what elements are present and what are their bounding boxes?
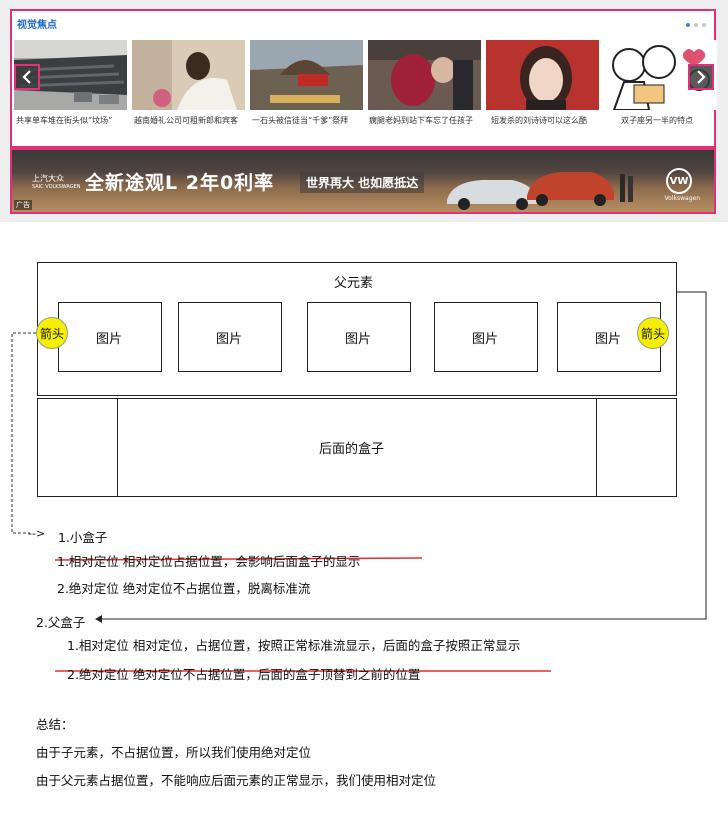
image-box [434,302,538,372]
next-box [37,398,677,497]
carousel-image-bikes[interactable] [14,40,127,110]
parent-element-label: 父元素 [334,276,374,291]
stone-photo [250,40,363,110]
image-label: 图片 [216,332,243,347]
section1-title: 1.小盒子 [58,530,108,545]
brand-line2: SAIC VOLKSWAGEN [32,184,81,190]
brand-logo: 上汽大众 SAIC VOLKSWAGEN [32,174,81,192]
image-box [307,302,411,372]
solid-connector [102,291,707,620]
summary-line2: 由于父元素占据位置，不能响应后面元素的正常显示，我们使用相对定位 [36,773,437,788]
station-photo [368,40,481,110]
section2-title: 2.父盒子 [36,615,86,630]
next-box-divider-left [117,398,118,497]
carousel-dot-1[interactable] [686,23,690,27]
chevron-left-icon [22,70,31,84]
carousel-image-actress[interactable] [486,40,599,110]
vw-logo-text: Volkswagen [664,195,700,202]
carousel-image-cartoon[interactable] [604,40,717,110]
top-screenshot-area: 视觉焦点 [0,0,728,222]
carousel-caption[interactable]: 短发杀的刘诗诗可以这么酷 [491,116,587,125]
section1-item2: 2.绝对定位 绝对定位不占据位置，脱离标准流 [57,581,311,596]
carousel-dots[interactable] [686,23,706,27]
carousel-dot-3[interactable] [702,23,706,27]
carousel-image-stone[interactable] [250,40,363,110]
next-box-divider-right [596,398,597,497]
strike-line-1 [54,557,423,561]
carousel-image-station[interactable] [368,40,481,110]
summary-line1: 由于子元素，不占据位置，所以我们使用绝对定位 [36,745,312,760]
connector-lines [11,291,707,672]
carousel-next-button[interactable] [688,64,714,90]
focus-carousel: 视觉焦点 [10,9,717,148]
carousel-caption[interactable]: 瘸腿老妈到站下车忘了任孩子 [369,116,473,125]
arrow-circle-right: 箭头 [637,317,669,349]
positioning-diagram: 父元素 图片 图片 图片 图片 图片 箭头 箭头 后面的盒子 --> 1.小盒子… [0,250,728,824]
section2-item2: 2.绝对定位 绝对定位不占据位置，后面的盒子顶替到之前的位置 [67,667,421,682]
image-label: 图片 [472,332,499,347]
cartoon-photo [604,40,717,110]
image-box [178,302,282,372]
arrow-circle-left: 箭头 [36,317,68,349]
banner-subtitle: 世界再大 也如愿抵达 [300,172,425,193]
bride-photo [132,40,245,110]
image-box [58,302,162,372]
bikes-photo [14,40,127,110]
carousel-title: 视觉焦点 [17,20,57,31]
section2-item1: 1.相对定位 相对定位，占据位置，按照正常标准流显示，后面的盒子按照正常显示 [67,638,521,653]
arrowhead-icon [95,615,102,623]
banner-headline: 全新途观L 2年0利率 [85,172,275,194]
connector-arrow-text: --> [28,527,46,540]
carousel-prev-button[interactable] [14,64,40,90]
carousel-image-bride[interactable] [132,40,245,110]
chevron-right-icon [697,70,706,84]
next-box-label: 后面的盒子 [319,442,385,457]
cars-illustration [447,172,633,210]
carousel-caption[interactable]: 越南婚礼公司可租新郎和宾客 [134,116,238,125]
image-label: 图片 [96,332,123,347]
section1-item1: 1.相对定位 相对定位占据位置，会影响后面盒子的显示 [57,554,361,569]
image-label: 图片 [345,332,372,347]
summary-title: 总结： [36,717,74,732]
vw-logo-icon: VW [666,168,692,194]
image-label: 图片 [595,332,622,347]
carousel-caption[interactable]: 共享单车堆在街头似“坟场” [16,116,113,125]
carousel-caption[interactable]: 一石头被信徒当“千爹”祭拜 [252,116,349,125]
ad-tag: 广告 [14,200,32,210]
dashed-connector [11,332,36,534]
carousel-caption[interactable]: 双子座另一半的特点 [621,116,693,125]
brand-line1: 上汽大众 [32,174,64,183]
carousel-dot-2[interactable] [694,23,698,27]
ad-banner[interactable]: 上汽大众 SAIC VOLKSWAGEN 全新途观L 2年0利率 世界再大 也如… [10,148,716,214]
actress-photo [486,40,599,110]
